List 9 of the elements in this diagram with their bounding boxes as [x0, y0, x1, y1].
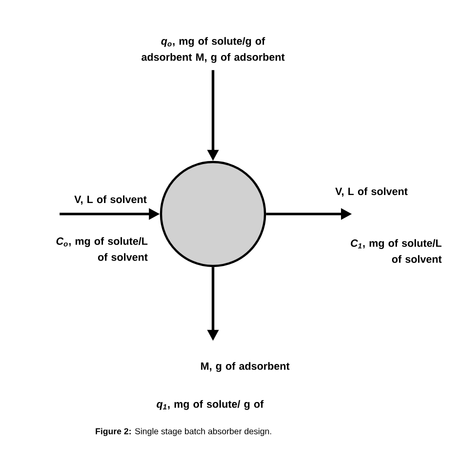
- flow-label: C$_{o}$, mg of solute/L of solvent: [56, 237, 148, 261]
- flow-label: C$_{1}$, mg of solute/L of solvent: [350, 239, 442, 263]
- flow-label: V, L of solvent: [335, 187, 408, 197]
- caption: Figure 2: Single stage batch absorber design.: [96, 428, 272, 436]
- flow-label: q$_{o}$, mg of solute/g of adsorbent M, g of adsorbent: [142, 37, 285, 63]
- flow-label: V, L of solvent: [74, 195, 147, 205]
- flow-label: M, g of adsorbent: [201, 362, 290, 372]
- flow-label: q$_{1}$, mg of solute/ g of: [156, 400, 264, 410]
- vessel-circle: [160, 160, 266, 268]
